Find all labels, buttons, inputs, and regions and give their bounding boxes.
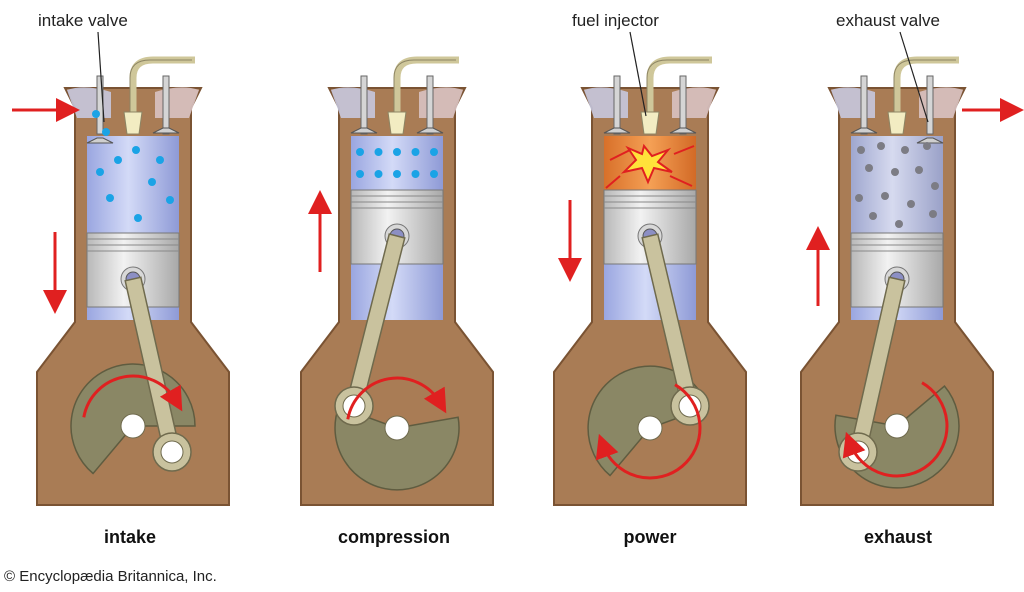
exhaust-valve-leader (899, 31, 929, 123)
intake-valve-head (850, 127, 878, 134)
fuel-droplet (411, 170, 420, 178)
crank-pin (342, 394, 366, 418)
fuel-droplet (114, 156, 122, 164)
spark-explosion (620, 143, 673, 185)
injector-nozzle (887, 111, 907, 135)
exhaust-stroke-label: exhaust (863, 527, 933, 547)
exhaust-particle (907, 200, 915, 208)
crankshaft-center (384, 415, 410, 441)
fuel-droplet (411, 148, 420, 156)
intake-valve-stem (860, 75, 868, 135)
exhaust-particle (855, 194, 863, 202)
engine-power (553, 56, 747, 506)
exhaust-valve-stem (679, 75, 687, 135)
fuel-injector-callout: fuel injector (572, 11, 659, 30)
fuel-droplet (393, 148, 401, 156)
crank-pin (678, 394, 702, 418)
head-left (584, 87, 628, 118)
exhaust-particle (931, 182, 939, 190)
fuel-line-edge (393, 59, 456, 118)
injector-nozzle (640, 111, 660, 135)
fuel-line-edge (646, 59, 709, 118)
intake-stroke-label: intake (103, 527, 157, 547)
fuel-droplet (374, 170, 383, 178)
head-right (155, 87, 199, 118)
rotation-arrow (346, 376, 447, 420)
head-left (331, 87, 375, 118)
exhaust-valve-callout: exhaust valve (836, 11, 940, 30)
exhaust-particle (881, 192, 889, 200)
spark-ray (669, 175, 693, 187)
exhaust-particle (923, 142, 931, 150)
intake-valve-stem (613, 75, 621, 135)
crank-counterweight (334, 405, 460, 491)
exhaust-valve-stem (162, 75, 170, 135)
fuel-droplet (166, 196, 174, 204)
combustion-chamber (851, 136, 943, 233)
engine-compression (300, 56, 494, 506)
exhaust-valve-head (669, 127, 697, 134)
engine-intake (12, 56, 230, 506)
fuel-line-edge (129, 59, 192, 118)
crank-pin (160, 440, 184, 464)
combustion-chamber (351, 136, 443, 190)
exhaust-valve-head (416, 127, 444, 134)
spark-ray (609, 149, 631, 161)
fuel-droplet (96, 168, 104, 176)
fuel-droplet (430, 148, 438, 156)
fuel-injector-leader (629, 31, 647, 117)
fuel-droplet (356, 170, 364, 178)
head-right (419, 87, 463, 118)
exhaust-valve-stem (426, 75, 434, 135)
fuel-droplet (134, 214, 142, 222)
crankshaft-center (637, 415, 663, 441)
exhaust-particle (865, 164, 873, 172)
exhaust-particle (915, 166, 923, 174)
spark-ray (605, 175, 621, 189)
rotation-arrow (595, 383, 702, 480)
crankshaft-center (884, 413, 910, 439)
exhaust-particle (895, 220, 903, 228)
exhaust-particle (869, 212, 877, 220)
exhaust-particle (901, 146, 909, 154)
exhaust-valve-head (152, 127, 180, 134)
rotation-arrow (82, 374, 183, 418)
fuel-droplet (148, 178, 156, 186)
intake-valve-stem (360, 75, 368, 135)
exhaust-valve-head (916, 137, 944, 144)
head-right (672, 87, 716, 118)
exhaust-particle (857, 146, 865, 154)
intake-valve-head (350, 127, 378, 134)
exhaust-particle (891, 168, 899, 176)
intake-valve-head (603, 127, 631, 134)
injector-nozzle (387, 111, 407, 135)
spark-ray (673, 145, 695, 155)
fuel-droplet (430, 170, 438, 178)
intake-valve-callout: intake valve (38, 11, 128, 30)
rotation-arrow (842, 381, 949, 478)
fuel-droplet (356, 148, 364, 156)
exhaust-particle (929, 210, 937, 218)
power-stroke-label: power (623, 527, 677, 547)
crankshaft-center (120, 413, 146, 439)
fuel-droplet (102, 128, 110, 136)
intake-valve-head (86, 137, 114, 144)
compression-stroke-label: compression (337, 527, 451, 547)
head-left (67, 87, 111, 118)
fuel-droplet (106, 194, 114, 202)
fuel-droplet (393, 170, 401, 178)
copyright-credit: © Encyclopædia Britannica, Inc. (4, 568, 217, 585)
fuel-droplet (132, 146, 140, 154)
fuel-droplet (374, 148, 383, 156)
fuel-line-edge (893, 59, 956, 118)
exhaust-particle (877, 142, 885, 150)
engine-exhaust (800, 56, 1024, 506)
intake-valve-leader (97, 31, 105, 123)
head-left (831, 87, 875, 118)
fuel-droplet (156, 156, 164, 164)
injector-nozzle (123, 111, 143, 135)
exhaust-valve-stem (926, 75, 934, 135)
fuel-droplet (92, 110, 100, 118)
